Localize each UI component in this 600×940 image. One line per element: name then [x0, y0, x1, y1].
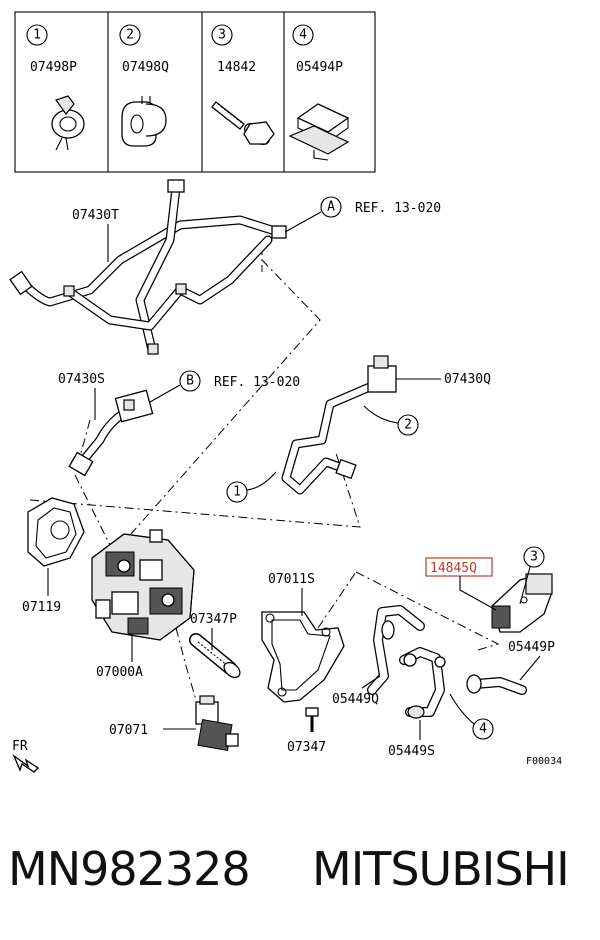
front-arrow: FR [12, 739, 40, 773]
callout-1-circle [226, 481, 248, 503]
legend-cell-2[interactable]: 2 07498Q [119, 24, 169, 147]
ref-a-letter: A [327, 200, 335, 215]
label-07119: 07119 [22, 600, 61, 615]
highlight-box [425, 557, 493, 577]
clip-bracket-icon [288, 103, 350, 161]
pipe-07430S[interactable] [68, 389, 154, 477]
callout-2-circle [397, 414, 419, 436]
fr-label: FR [12, 739, 28, 754]
hose-05449Q[interactable] [367, 605, 425, 695]
ref-b-callout[interactable]: B REF. 13-020 [149, 370, 300, 403]
label-07430Q: 07430Q [444, 372, 491, 387]
pipe-07430Q[interactable] [281, 355, 397, 495]
brand-name: MITSUBISHI [312, 842, 570, 896]
legend-cell-3[interactable]: 3 14842 [211, 24, 275, 149]
sensor-14845Q[interactable] [491, 573, 553, 633]
ref-b-letter: B [186, 374, 194, 389]
legend-num-1: 1 [33, 28, 41, 43]
callout-2-label: 2 [404, 418, 412, 433]
hose-05449S[interactable] [399, 647, 446, 719]
label-07430T: 07430T [72, 208, 119, 223]
label-07071: 07071 [109, 723, 148, 738]
legend-num-4: 4 [299, 28, 307, 43]
pipe-07430T[interactable] [9, 179, 287, 355]
hose-05449P[interactable] [466, 674, 527, 695]
ref-b-text: REF. 13-020 [214, 375, 300, 390]
label-05449P: 05449P [508, 640, 555, 655]
callout-3-label: 3 [530, 550, 538, 565]
bolt-07347[interactable] [305, 707, 319, 732]
hose-clip-icon [51, 95, 85, 151]
label-14845Q: 14845Q [430, 561, 477, 576]
legend-code-05494P: 05494P [296, 60, 343, 75]
part-number: MN982328 [8, 842, 251, 896]
ref-a-callout[interactable]: A REF. 13-020 [284, 196, 441, 233]
valve-07071[interactable] [195, 695, 239, 751]
gasket-07119[interactable] [27, 497, 85, 567]
ref-a-text: REF. 13-020 [355, 201, 441, 216]
fuel-pump-07000A[interactable] [91, 529, 195, 641]
label-07347P: 07347P [190, 612, 237, 627]
label-07347: 07347 [287, 740, 326, 755]
legend-num-2: 2 [126, 28, 134, 43]
label-07011S: 07011S [268, 572, 315, 587]
callout-3-circle [523, 546, 545, 568]
label-05449Q: 05449Q [332, 692, 379, 707]
legend-cell-1[interactable]: 1 07498P [26, 24, 85, 151]
flange-bolt-icon [211, 101, 275, 145]
callout-4-label: 4 [479, 722, 487, 737]
legend-code-07498P: 07498P [30, 60, 77, 75]
legend-num-3: 3 [218, 28, 226, 43]
figure-code: F00034 [526, 756, 562, 767]
stud-07347P[interactable] [189, 633, 243, 680]
legend-code-14842: 14842 [217, 60, 256, 75]
callout-1-label: 1 [233, 485, 241, 500]
legend-cell-4[interactable]: 4 05494P [288, 24, 350, 161]
label-07430S: 07430S [58, 372, 105, 387]
double-clamp-icon [121, 96, 167, 147]
bracket-07011S[interactable] [261, 611, 345, 703]
callout-4-circle [472, 718, 494, 740]
legend-table: 1 07498P 2 07498Q 3 1484 [14, 11, 376, 173]
label-07000A: 07000A [96, 665, 143, 680]
label-05449S: 05449S [388, 744, 435, 759]
legend-code-07498Q: 07498Q [122, 60, 169, 75]
footer: MN982328 MITSUBISHI [0, 838, 600, 908]
